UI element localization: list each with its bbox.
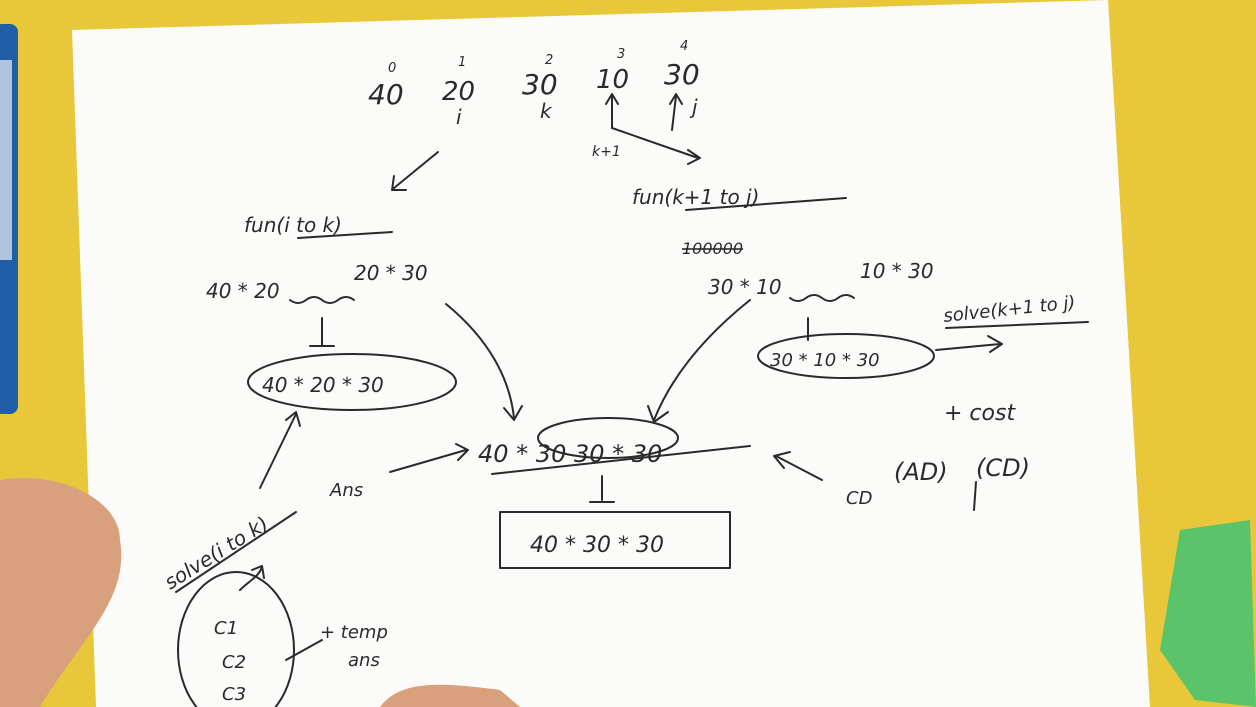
left-result: 40 * 20 * 30: [262, 373, 384, 397]
squiggle: [289, 296, 355, 304]
merge-oval: [537, 417, 679, 459]
case-1: C1: [214, 618, 238, 639]
array-value-3: 10: [596, 65, 629, 95]
array-indices: 0 1 2 3 4: [388, 39, 688, 76]
right-result-oval: [757, 333, 935, 379]
index-1: 1: [458, 55, 466, 70]
loop-arrow-icon: [239, 565, 265, 591]
cd-prefix: CD: [846, 488, 872, 509]
ans-label: Ans: [329, 480, 363, 501]
merge-expression: 40 * 30 30 * 30: [478, 440, 662, 468]
left-result-oval: [247, 353, 457, 411]
final-result: 40 * 30 * 30: [530, 533, 664, 558]
cd-label: (CD): [976, 454, 1030, 482]
reduce-mark: [309, 317, 335, 347]
index-2: 2: [545, 53, 553, 68]
pointer-k: k: [540, 99, 553, 123]
down-arrow-icon: [445, 303, 523, 421]
right-hand: [380, 684, 520, 707]
right-call: fun(k+1 to j): [632, 185, 759, 209]
left-arrow-icon: [773, 451, 823, 481]
blue-marker-pen: [0, 24, 18, 414]
up-arrow-icon: [669, 93, 683, 131]
underline: [297, 231, 393, 239]
pointer-j: j: [689, 95, 698, 119]
left-product-a: 40 * 20: [206, 279, 280, 303]
underline: [945, 321, 1089, 329]
reduce-mark: [589, 475, 615, 503]
up-arrow-icon: [973, 481, 977, 511]
ad-label: (AD): [894, 458, 948, 486]
branch-arrow-icon: [611, 127, 701, 165]
underline: [175, 511, 297, 593]
final-result-box: [499, 511, 731, 569]
green-sharpener: [1160, 520, 1256, 707]
up-arrow-icon: [605, 93, 619, 129]
right-arrow-icon: [935, 335, 1003, 353]
right-product-b: 10 * 30: [860, 259, 934, 283]
right-arrow-icon: [389, 443, 469, 473]
index-4: 4: [680, 39, 688, 54]
right-product-a: 30 * 10: [708, 275, 782, 299]
array-value-4: 30: [664, 58, 700, 91]
split-label: k+1: [592, 144, 621, 160]
case-3: C3: [222, 684, 246, 705]
left-call: fun(i to k): [244, 213, 342, 237]
connector-line: [285, 639, 323, 661]
array-value-2: 30: [522, 68, 558, 101]
case-2: C2: [222, 652, 246, 673]
left-hand: [0, 478, 122, 707]
left-product-b: 20 * 30: [354, 261, 428, 285]
array-value-1: 20: [442, 77, 475, 107]
branch-arrow-icon: [391, 151, 439, 191]
cases-oval: [177, 571, 295, 707]
underline: [491, 445, 751, 475]
index-3: 3: [617, 47, 625, 62]
array-values: 40 20 30 10 30: [368, 58, 700, 111]
underline: [685, 197, 847, 211]
squiggle: [789, 294, 855, 302]
temp-label: + temp: [320, 622, 388, 643]
index-0: 0: [388, 61, 396, 76]
paper-sheet: [72, 0, 1150, 707]
ans-bottom: ans: [348, 650, 380, 671]
array-value-0: 40: [368, 78, 404, 111]
up-arrow-icon: [259, 411, 301, 489]
cost-label: + cost: [944, 401, 1016, 426]
pointer-i: i: [456, 105, 462, 129]
right-scratch: 100000: [682, 239, 743, 258]
right-result: 30 * 10 * 30: [770, 350, 880, 371]
